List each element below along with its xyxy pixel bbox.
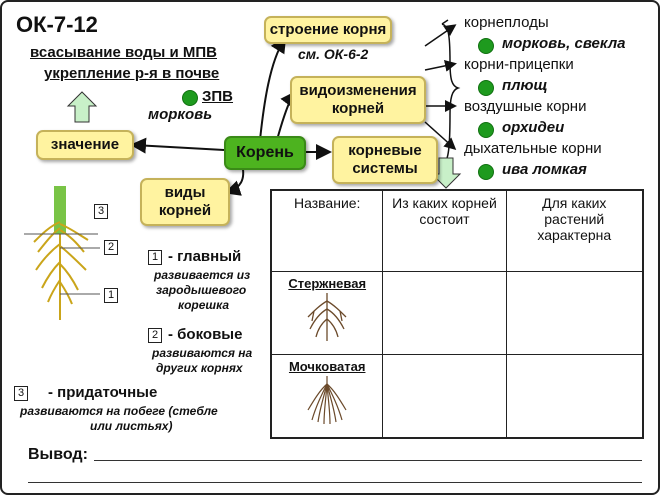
row-name-cell: Стержневая <box>270 271 384 355</box>
mod-example-3: орхидеи <box>502 119 565 136</box>
row-name-cell: Мочковатая <box>270 354 384 439</box>
conclusion-label: Вывод: <box>28 446 88 463</box>
zpv-label: ЗПВ <box>202 88 234 105</box>
root-systems-table: Название: Из каких корней состоит Для ка… <box>270 189 644 439</box>
figure-label-1: 1 <box>104 288 118 303</box>
figure-label-3: 3 <box>94 204 108 219</box>
mod-example-1: морковь, свекла <box>502 35 626 52</box>
header-composition-text: Из каких корней состоит <box>392 195 497 227</box>
mod-name-2: корни-прицепки <box>464 56 574 73</box>
taproot-image <box>307 293 347 341</box>
zpv-example: морковь <box>148 106 213 123</box>
example-dot <box>478 38 494 54</box>
type-title-1: - главный <box>168 248 242 265</box>
example-dot <box>478 164 494 180</box>
up-arrow <box>66 91 98 123</box>
type-num-1: 1 <box>148 250 162 265</box>
type-desc-2b: других корнях <box>156 361 243 375</box>
modifications-line-2: корней <box>331 100 385 117</box>
type-desc-1a: развивается из <box>154 268 251 282</box>
header-composition: Из каких корней состоит <box>382 189 507 272</box>
root-figure <box>24 186 100 320</box>
type-num-3: 3 <box>14 386 28 401</box>
row-name-fibrous: Мочковатая <box>288 359 366 374</box>
header-plants-text: Для каких растений характерна <box>537 195 612 243</box>
mod-name-3: воздушные корни <box>464 98 587 115</box>
figure-label-2: 2 <box>104 240 118 255</box>
example-dot <box>478 122 494 138</box>
row-name-taproot: Стержневая <box>288 276 367 291</box>
root-systems-box: корневые системы <box>332 136 438 184</box>
type-desc-3b: или листьях) <box>90 419 173 433</box>
empty-cell[interactable] <box>505 271 644 355</box>
structure-box: строение корня <box>264 16 392 44</box>
header-plants: Для каких растений характерна <box>505 189 644 272</box>
empty-cell[interactable] <box>382 354 507 439</box>
type-desc-1c: корешка <box>178 298 229 312</box>
mod-example-4: ива ломкая <box>502 161 587 178</box>
type-title-2: - боковые <box>168 326 243 343</box>
conclusion-line-2[interactable] <box>28 482 642 483</box>
mod-name-1: корнеплоды <box>464 14 549 31</box>
meaning-line-2: укрепление р-я в почве <box>44 65 220 82</box>
header-name-text: Название: <box>293 195 361 211</box>
root-systems-line-2: системы <box>352 160 418 177</box>
mod-example-2: плющ <box>502 77 548 94</box>
root-types-line-1: виды <box>164 184 206 201</box>
root-systems-line-1: корневые <box>348 142 422 159</box>
empty-cell[interactable] <box>382 271 507 355</box>
fibrous-root-image <box>307 376 347 425</box>
table-row: Мочковатая <box>270 354 644 439</box>
meaning-box: значение <box>36 130 134 160</box>
type-title-3: - придаточные <box>48 384 158 401</box>
empty-cell[interactable] <box>505 354 644 439</box>
type-num-2: 2 <box>148 328 162 343</box>
example-dot <box>478 80 494 96</box>
table-row: Стержневая <box>270 271 644 355</box>
type-desc-2a: развиваются на <box>152 346 253 360</box>
table-header-row: Название: Из каких корней состоит Для ка… <box>270 189 644 272</box>
root-center-box: Корень <box>224 136 306 170</box>
modifications-line-1: видоизменения <box>299 82 417 99</box>
meaning-line-1: всасывание воды и МПВ <box>30 44 218 61</box>
modifications-box: видоизменения корней <box>290 76 426 124</box>
slide-code: ОК-7-12 <box>16 12 98 37</box>
root-types-box: виды корней <box>140 178 230 226</box>
header-name: Название: <box>270 189 384 272</box>
conclusion-line-1[interactable] <box>94 460 642 461</box>
example-dot <box>182 90 198 106</box>
root-types-line-2: корней <box>158 202 212 219</box>
structure-reference: см. ОК-6-2 <box>298 46 369 62</box>
mod-name-4: дыхательные корни <box>464 140 602 157</box>
type-desc-3a: развиваются на побеге (стебле <box>20 404 218 418</box>
type-desc-1b: зародышевого <box>156 283 247 297</box>
